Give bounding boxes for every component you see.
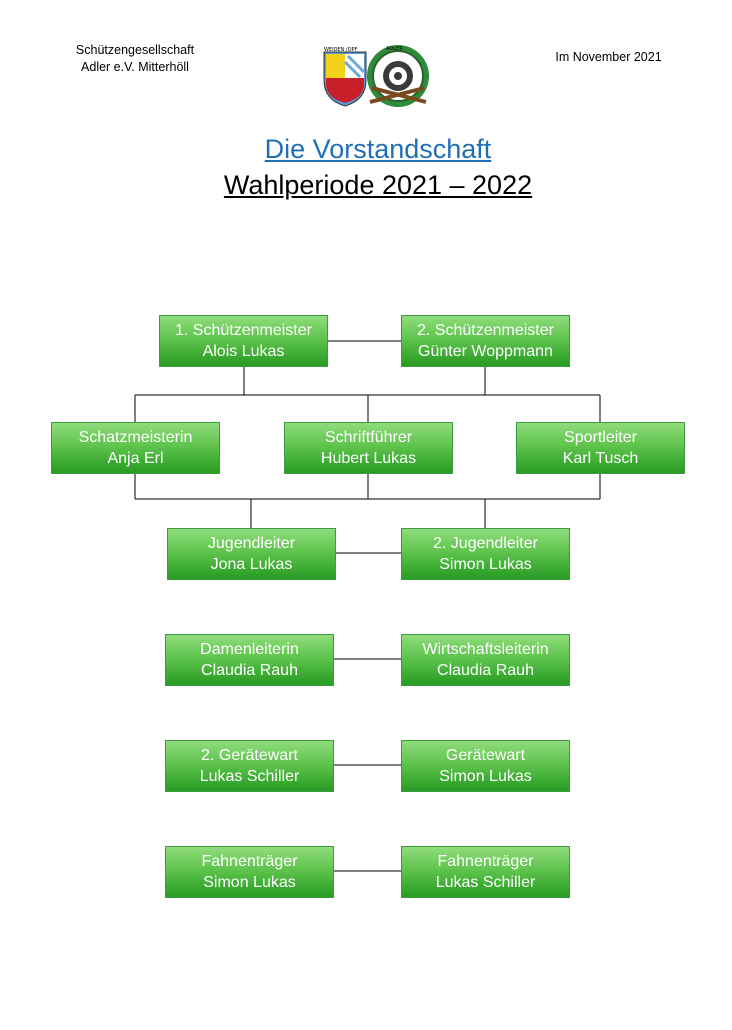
org-box-damenleiterin: Damenleiterin Claudia Rauh xyxy=(165,634,334,686)
org-box-schatzmeisterin: Schatzmeisterin Anja Erl xyxy=(51,422,220,474)
person-name: Claudia Rauh xyxy=(437,662,534,679)
person-name: Anja Erl xyxy=(107,450,164,467)
org-box-fahnentraeger-2: Fahnenträger Lukas Schiller xyxy=(401,846,570,898)
role-label: Fahnenträger xyxy=(201,853,298,870)
logo-text-left: WEIDEN /OPF xyxy=(324,47,358,53)
person-name: Alois Lukas xyxy=(202,343,285,360)
role-label: Schatzmeisterin xyxy=(78,429,193,446)
person-name: Lukas Schiller xyxy=(435,874,536,891)
club-name: Schützengesellschaft Adler e.V. Mitterhö… xyxy=(60,42,210,76)
org-box-fahnentraeger-1: Fahnenträger Simon Lukas xyxy=(165,846,334,898)
role-label: Wirtschaftsleiterin xyxy=(422,641,549,658)
club-name-line1: Schützengesellschaft xyxy=(75,43,195,57)
role-label: Schriftführer xyxy=(324,429,413,446)
role-label: Fahnenträger xyxy=(437,853,534,870)
org-box-1-schuetzenmeister: 1. Schützenmeister Alois Lukas xyxy=(159,315,328,367)
role-label: 2. Schützenmeister xyxy=(417,322,554,339)
role-label: 2. Jugendleiter xyxy=(433,535,538,552)
org-box-jugendleiter: Jugendleiter Jona Lukas xyxy=(167,528,336,580)
club-name-line2: Adler e.V. Mitterhöll xyxy=(81,60,189,74)
person-name: Claudia Rauh xyxy=(201,662,298,679)
person-name: Günter Woppmann xyxy=(418,343,553,360)
org-box-sportleiter: Sportleiter Karl Tusch xyxy=(516,422,685,474)
person-name: Simon Lukas xyxy=(203,874,296,891)
person-name: Jona Lukas xyxy=(210,556,293,573)
page-subtitle: Wahlperiode 2021 – 2022 xyxy=(223,170,533,200)
role-label: 1. Schützenmeister xyxy=(175,322,312,339)
org-box-2-geraetewart: 2. Gerätewart Lukas Schiller xyxy=(165,740,334,792)
org-box-geraetewart: Gerätewart Simon Lukas xyxy=(401,740,570,792)
role-label: 2. Gerätewart xyxy=(201,747,298,764)
person-name: Simon Lukas xyxy=(439,556,532,573)
person-name: Karl Tusch xyxy=(562,450,639,467)
person-name: Hubert Lukas xyxy=(320,450,417,467)
page-title[interactable]: Die Vorstandschaft xyxy=(264,134,492,164)
logo-text-right: ADLER xyxy=(386,46,403,52)
club-logo: WEIDEN /OPF ADLER xyxy=(323,45,429,107)
role-label: Jugendleiter xyxy=(207,535,296,552)
org-box-2-jugendleiter: 2. Jugendleiter Simon Lukas xyxy=(401,528,570,580)
role-label: Sportleiter xyxy=(564,429,637,446)
org-box-2-schuetzenmeister: 2. Schützenmeister Günter Woppmann xyxy=(401,315,570,367)
document-date: Im November 2021 xyxy=(555,50,662,64)
org-box-wirtschaftsleiterin: Wirtschaftsleiterin Claudia Rauh xyxy=(401,634,570,686)
org-box-schriftfuehrer: Schriftführer Hubert Lukas xyxy=(284,422,453,474)
person-name: Simon Lukas xyxy=(439,768,532,785)
person-name: Lukas Schiller xyxy=(199,768,300,785)
role-label: Gerätewart xyxy=(445,747,526,764)
role-label: Damenleiterin xyxy=(200,641,299,658)
